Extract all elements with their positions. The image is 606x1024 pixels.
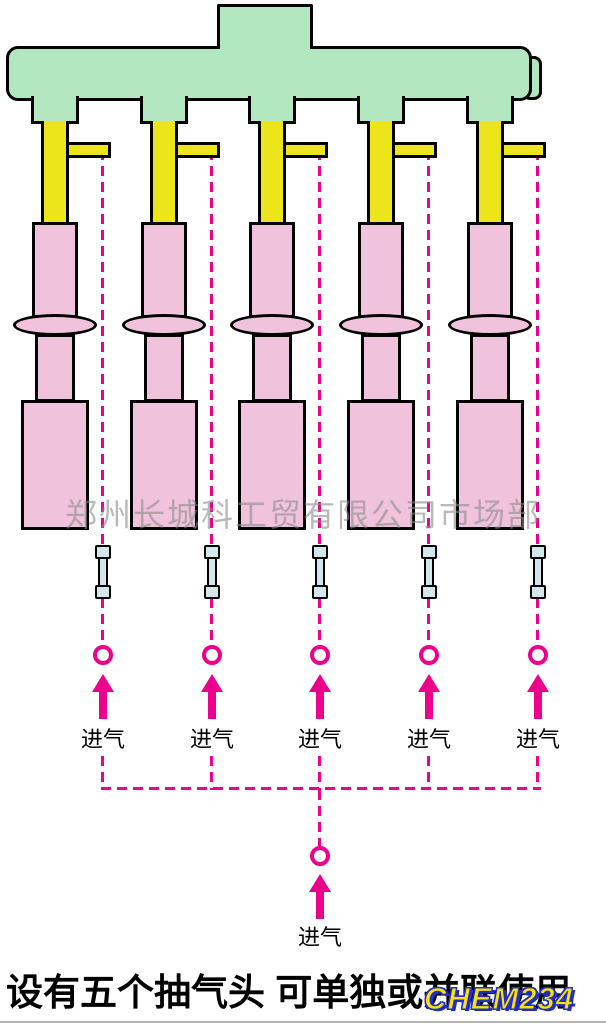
valve-bottom — [421, 585, 437, 599]
bottom-edge-line — [0, 1021, 606, 1023]
valve-bottom — [204, 585, 220, 599]
mid-tube — [144, 334, 184, 402]
up-arrow-head — [309, 674, 331, 692]
main-up-arrow-stem — [316, 891, 324, 919]
supplier-watermark: 郑州长城科工贸有限公司市场部 — [64, 497, 541, 533]
valve-bottom — [312, 585, 328, 599]
caption-text: 设有五个抽气头 可单独或并联使用 — [6, 972, 572, 1013]
pump-head-unit: 进气 — [104, 0, 234, 800]
dashed-connector — [101, 756, 104, 790]
upper-body — [141, 222, 187, 318]
intake-label: 进气 — [80, 727, 125, 752]
flange — [122, 314, 206, 336]
dashed-connector — [318, 756, 321, 790]
bus-dashed-line — [101, 787, 541, 790]
intake-dashed-line — [210, 150, 213, 644]
main-inlet-circle — [310, 846, 330, 866]
main-intake-dashed-line — [318, 790, 321, 846]
intake-dashed-line — [536, 150, 539, 644]
up-arrow-stem — [99, 691, 107, 719]
inlet-circle — [419, 645, 439, 665]
main-up-arrow-head — [309, 874, 331, 892]
upper-body — [249, 222, 295, 318]
intake-label: 进气 — [515, 727, 560, 752]
pump-head-unit: 进气 — [430, 0, 560, 800]
inlet-circle — [93, 645, 113, 665]
manifold-port-stub — [140, 96, 188, 124]
side-port — [501, 142, 546, 158]
intake-label: 进气 — [406, 727, 451, 752]
up-arrow-stem — [534, 691, 542, 719]
lower-body — [456, 400, 524, 530]
lower-body — [238, 400, 306, 530]
mid-tube — [361, 334, 401, 402]
manifold-port-stub — [31, 96, 79, 124]
inlet-circle — [202, 645, 222, 665]
up-arrow-head — [418, 674, 440, 692]
inlet-circle — [310, 645, 330, 665]
dashed-connector — [210, 756, 213, 790]
dashed-connector — [427, 756, 430, 790]
up-arrow-stem — [316, 691, 324, 719]
lower-body — [130, 400, 198, 530]
up-arrow-stem — [208, 691, 216, 719]
dashed-connector — [536, 756, 539, 790]
upper-body — [467, 222, 513, 318]
up-arrow-head — [527, 674, 549, 692]
riser-tube — [367, 121, 395, 226]
intake-label: 进气 — [189, 727, 234, 752]
manifold-port-stub — [357, 96, 405, 124]
flange — [13, 314, 97, 336]
mid-tube — [35, 334, 75, 402]
riser-tube — [150, 121, 178, 226]
valve-bottom — [530, 585, 546, 599]
flange — [339, 314, 423, 336]
intake-dashed-line — [101, 150, 104, 644]
valve-bottom — [95, 585, 111, 599]
brand-watermark: CHEM234 — [424, 981, 574, 1017]
intake-label: 进气 — [297, 727, 342, 752]
valve-mid — [533, 557, 543, 587]
pump-head-unit: 进气 — [321, 0, 451, 800]
lower-body — [21, 400, 89, 530]
flange — [448, 314, 532, 336]
intake-dashed-line — [427, 150, 430, 644]
upper-body — [358, 222, 404, 318]
lower-body — [347, 400, 415, 530]
mid-tube — [470, 334, 510, 402]
mid-tube — [252, 334, 292, 402]
manifold-port-stub — [248, 96, 296, 124]
flange — [230, 314, 314, 336]
pump-head-unit: 进气 — [212, 0, 342, 800]
manifold-port-stub — [466, 96, 514, 124]
riser-tube — [41, 121, 69, 226]
manifold-top-port — [217, 4, 313, 49]
main-intake-label: 进气 — [297, 925, 342, 950]
up-arrow-head — [201, 674, 223, 692]
pump-head-unit: 进气 — [0, 0, 125, 800]
upper-body — [32, 222, 78, 318]
up-arrow-stem — [425, 691, 433, 719]
riser-tube — [258, 121, 286, 226]
up-arrow-head — [92, 674, 114, 692]
inlet-circle — [528, 645, 548, 665]
riser-tube — [476, 121, 504, 226]
intake-dashed-line — [318, 150, 321, 644]
